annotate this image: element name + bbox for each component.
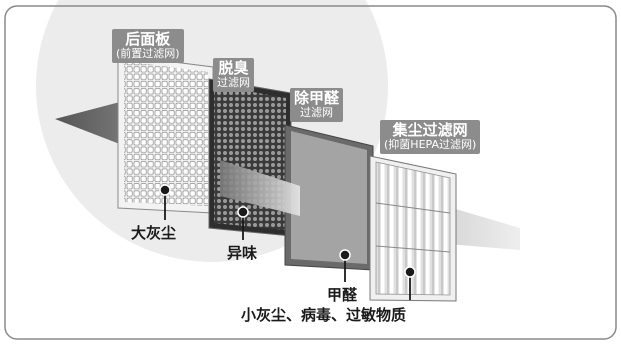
rear-panel-title: 后面板 — [125, 30, 171, 48]
label-formaldehyde: 除甲醛 过滤网 — [290, 88, 344, 122]
label-rear-panel: 后面板 (前置过滤网) — [112, 29, 184, 63]
airflow-arrow-middle — [220, 160, 300, 216]
capture-formaldehyde: 甲醛 — [327, 286, 358, 304]
deodorize-filter — [208, 78, 292, 237]
deodorize-title: 脱臭 — [218, 59, 249, 77]
hepa-subtitle: (抑菌HEPA过滤网) — [384, 137, 477, 151]
formaldehyde-subtitle: 过滤网 — [300, 105, 333, 119]
capture-odor: 异味 — [227, 244, 258, 262]
frame-border — [4, 5, 617, 340]
dot-marker-hepa — [404, 266, 416, 278]
dot-marker-formaldehyde — [339, 249, 351, 261]
capture-fine-particles: 小灰尘、病毒、过敏物质 — [241, 306, 407, 324]
formaldehyde-title: 除甲醛 — [294, 89, 340, 107]
label-hepa: 集尘过滤网 (抑菌HEPA过滤网) — [380, 120, 481, 154]
dot-marker-rear — [159, 184, 171, 196]
rear-panel-subtitle: (前置过滤网) — [116, 46, 180, 60]
deodorize-subtitle: 过滤网 — [217, 75, 250, 89]
label-deodorize: 脱臭 过滤网 — [213, 58, 254, 92]
hepa-filter — [369, 155, 457, 302]
capture-large-dust: 大灰尘 — [131, 224, 177, 242]
hepa-title: 集尘过滤网 — [392, 121, 468, 139]
rear-panel-filter — [117, 54, 217, 214]
dot-marker-deodorize — [237, 206, 249, 218]
